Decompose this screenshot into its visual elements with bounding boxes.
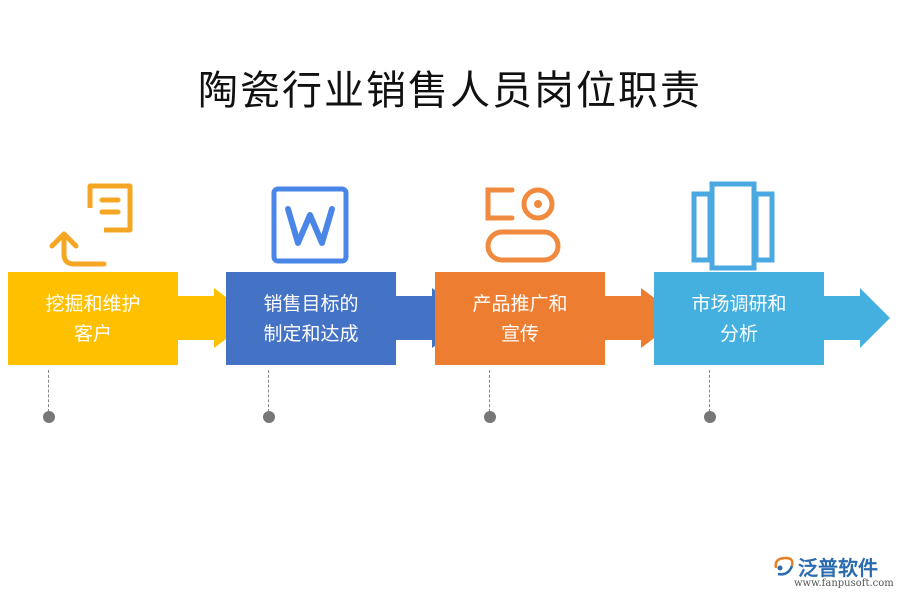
- profile-card-icon: [485, 187, 561, 263]
- step-label-line2: 制定和达成: [263, 322, 359, 345]
- step-label-line1: 市场调研和: [691, 292, 787, 315]
- step-label-line2: 分析: [719, 322, 758, 345]
- step-label-line2: 客户: [73, 322, 112, 345]
- step-label-line2: 宣传: [500, 322, 539, 345]
- step-box: 销售目标的 制定和达成: [226, 272, 396, 365]
- word-document-icon: [271, 186, 349, 264]
- step-box: 挖掘和维护 客户: [8, 272, 178, 365]
- step-box: 市场调研和 分析: [654, 272, 824, 365]
- connector-dot: [43, 411, 55, 423]
- connector-line: [709, 370, 710, 412]
- connector-line: [489, 370, 490, 412]
- brand-logo: 泛普软件 www.fanpusoft.com: [772, 552, 894, 594]
- step-label-line1: 挖掘和维护: [45, 292, 141, 315]
- connector-dot: [704, 411, 716, 423]
- step-box: 产品推广和 宣传: [435, 272, 605, 365]
- step-label-line1: 产品推广和: [472, 292, 568, 315]
- connector-line: [268, 370, 269, 412]
- page-title: 陶瓷行业销售人员岗位职责: [198, 68, 702, 114]
- logo-url: www.fanpusoft.com: [794, 578, 894, 589]
- step-label-line1: 销售目标的: [263, 292, 359, 315]
- logo-name: 泛普软件: [798, 556, 878, 580]
- connector-dot: [484, 411, 496, 423]
- panels-icon: [691, 181, 775, 271]
- logo-mark-icon: [774, 556, 794, 576]
- connector-line: [48, 370, 49, 412]
- document-upload-icon: [49, 183, 133, 267]
- connector-dot: [263, 411, 275, 423]
